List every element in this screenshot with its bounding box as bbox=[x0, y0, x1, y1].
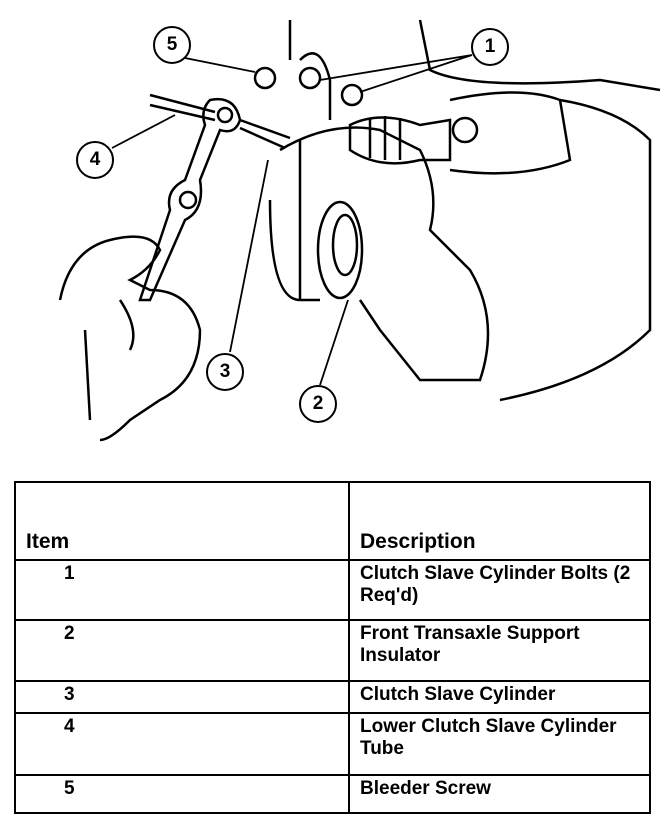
wrench bbox=[138, 97, 242, 302]
table-row: 1 Clutch Slave Cylinder Bolts (2 Req'd) bbox=[14, 559, 651, 621]
slave-cylinder-tube bbox=[149, 93, 291, 150]
item-number: 3 bbox=[14, 680, 350, 714]
item-number: 5 bbox=[14, 774, 350, 814]
table-row: 5 Bleeder Screw bbox=[14, 774, 651, 814]
callout-3: 3 bbox=[206, 353, 244, 391]
clutch-slave-cylinder-illustration bbox=[58, 19, 661, 442]
item-description: Bleeder Screw bbox=[348, 774, 651, 814]
item-description: Clutch Slave Cylinder Bolts (2 Req'd) bbox=[348, 559, 651, 621]
callout-4: 4 bbox=[76, 141, 114, 179]
support-insulator bbox=[316, 200, 364, 300]
item-description: Front Transaxle Support Insulator bbox=[348, 619, 651, 682]
item-number: 4 bbox=[14, 712, 350, 776]
callout-2: 2 bbox=[299, 385, 337, 423]
callout-1: 1 bbox=[471, 28, 509, 66]
callout-5: 5 bbox=[153, 26, 191, 64]
transaxle-housing bbox=[288, 19, 661, 402]
parts-legend-table: Item Description 1 Clutch Slave Cylinder… bbox=[14, 481, 651, 814]
item-number: 1 bbox=[14, 559, 350, 621]
leader-lines bbox=[111, 54, 473, 386]
slave-cylinder-body bbox=[268, 126, 490, 382]
hand bbox=[58, 235, 202, 442]
item-number: 2 bbox=[14, 619, 350, 682]
bleeder-screw bbox=[253, 66, 277, 90]
table-header-row: Item Description bbox=[14, 481, 651, 561]
item-description: Lower Clutch Slave Cylinder Tube bbox=[348, 712, 651, 776]
bolt bbox=[340, 83, 364, 107]
release-lever bbox=[449, 91, 572, 175]
header-item: Item bbox=[14, 481, 350, 561]
header-description: Description bbox=[348, 481, 651, 561]
rubber-boot bbox=[348, 116, 452, 165]
item-description: Clutch Slave Cylinder bbox=[348, 680, 651, 714]
table-row: 2 Front Transaxle Support Insulator bbox=[14, 619, 651, 682]
table-row: 4 Lower Clutch Slave Cylinder Tube bbox=[14, 712, 651, 776]
bolt bbox=[298, 66, 322, 90]
table-row: 3 Clutch Slave Cylinder bbox=[14, 680, 651, 714]
